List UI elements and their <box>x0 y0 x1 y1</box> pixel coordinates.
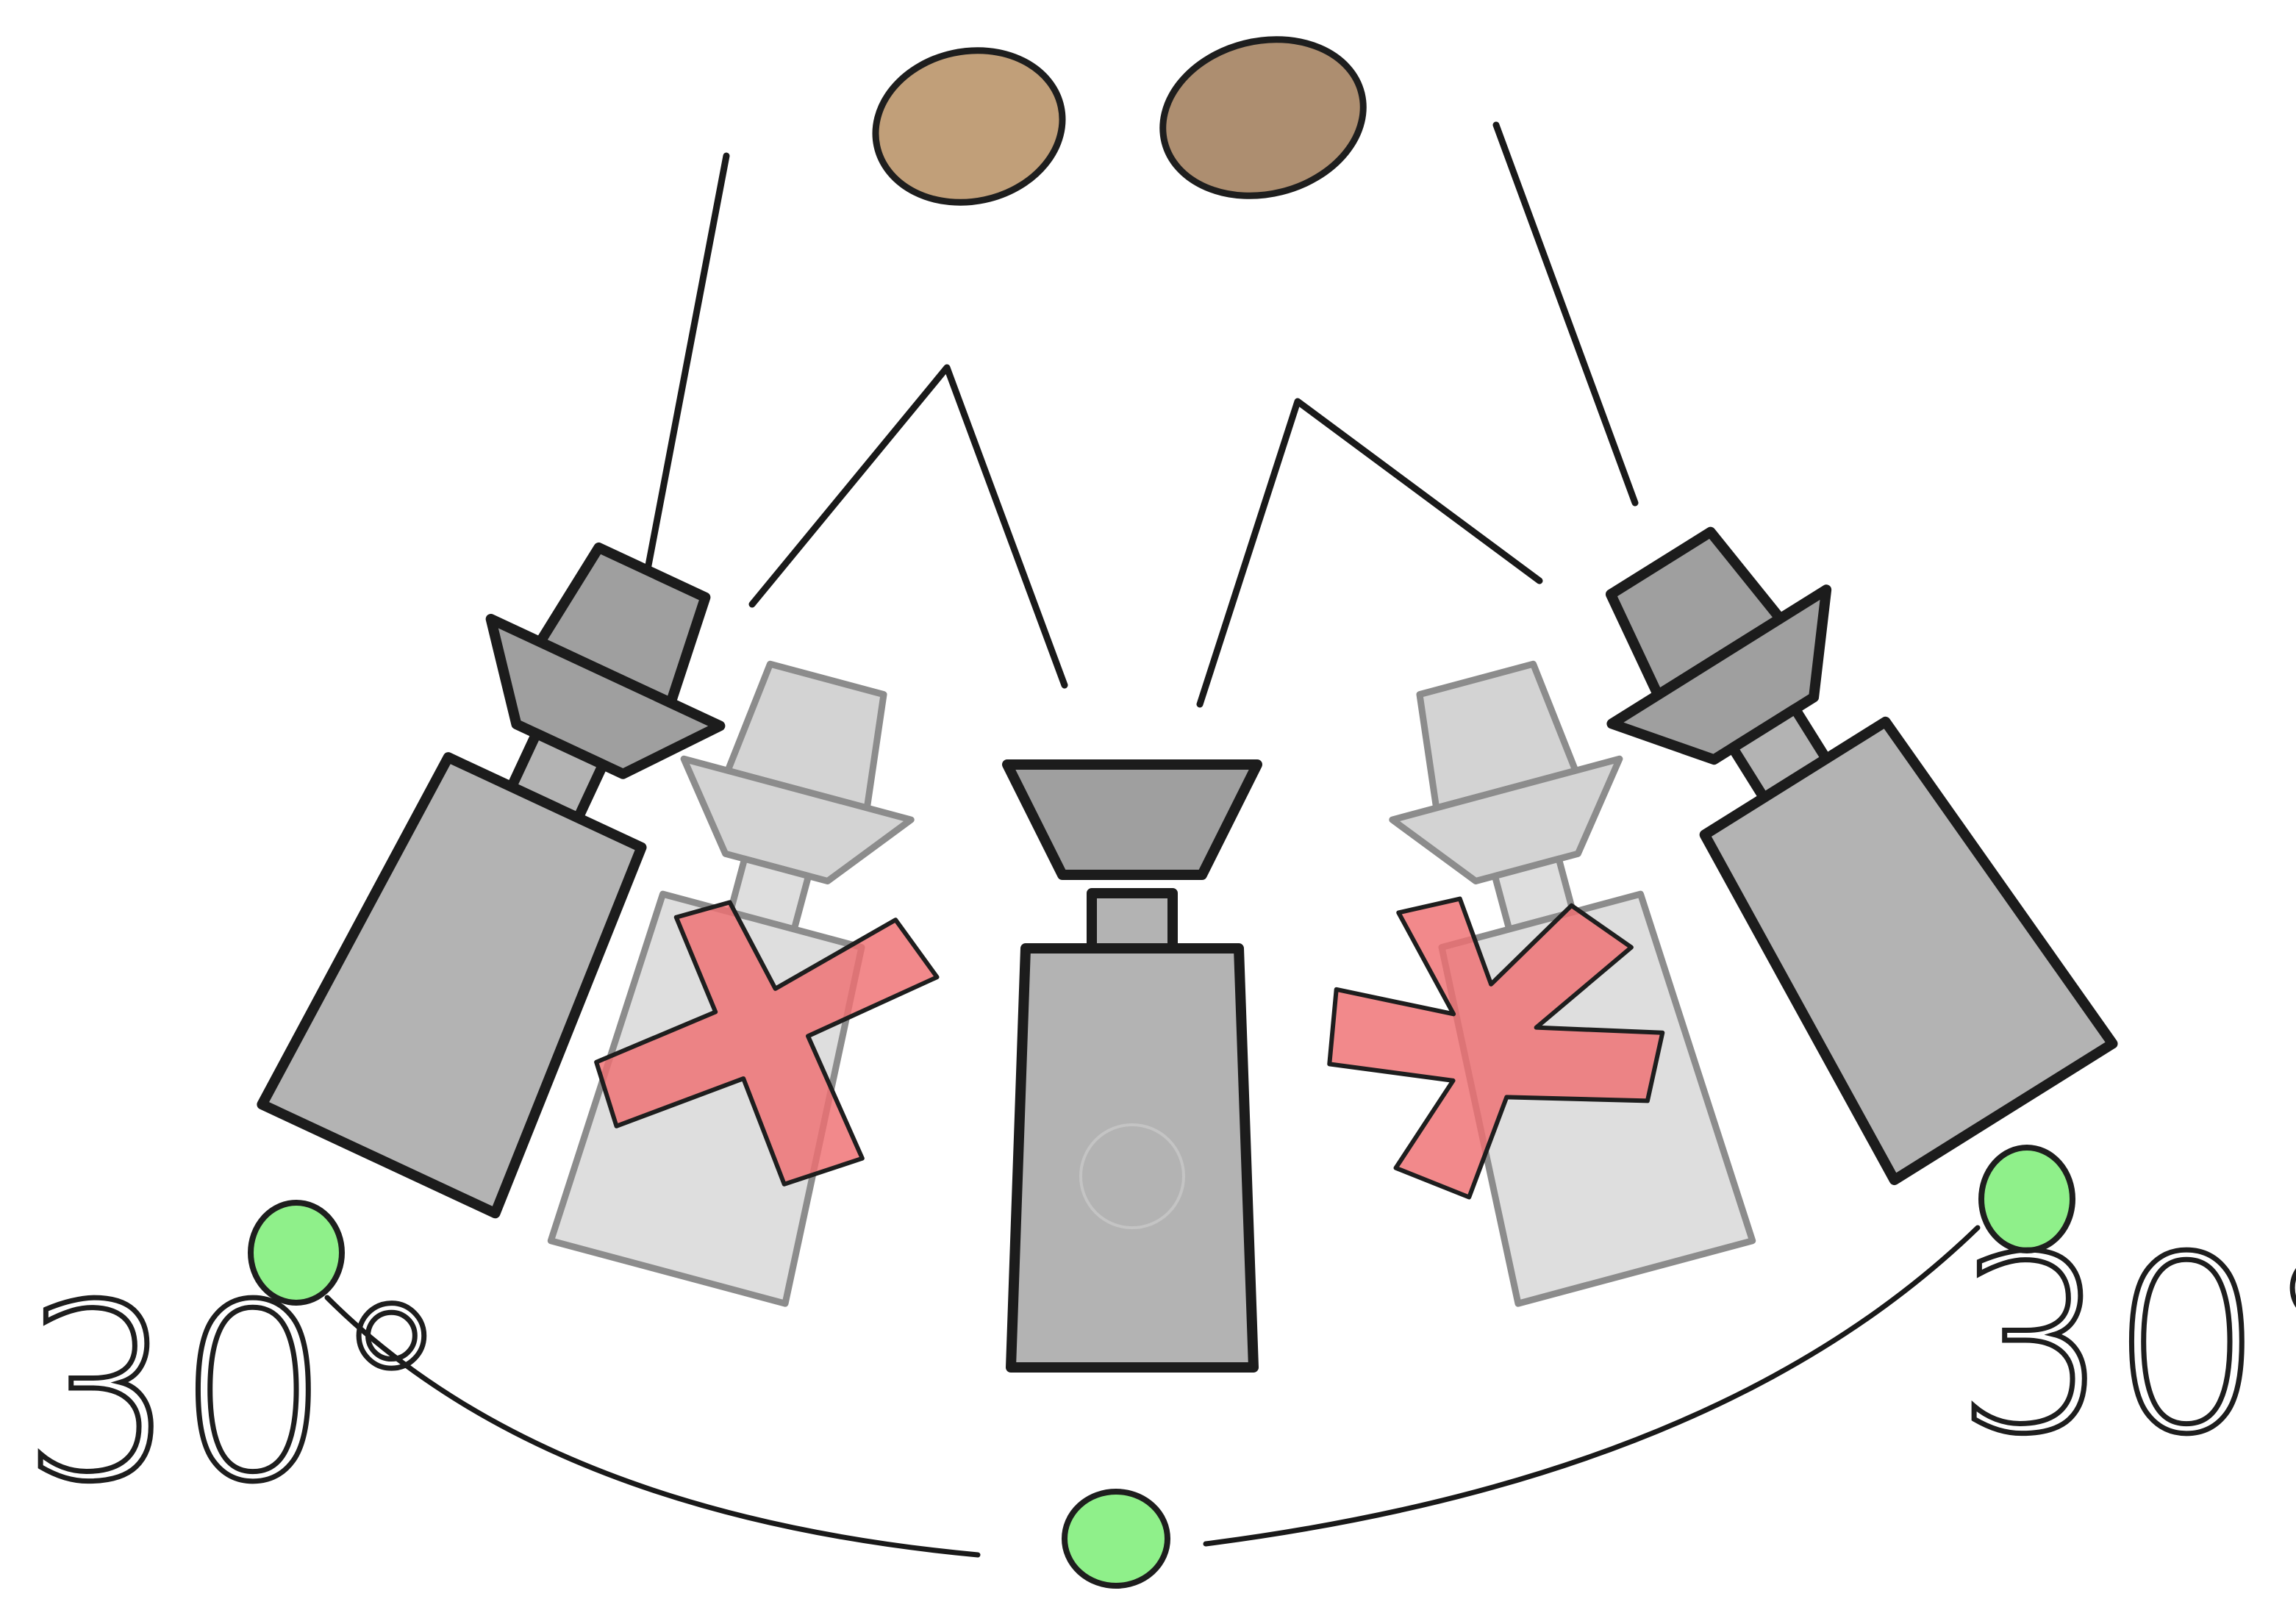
camera-center <box>1007 765 1257 1367</box>
sight-lines <box>645 125 1635 704</box>
subject-head-left <box>862 34 1077 220</box>
angle-label-left: 30° <box>22 1253 452 1535</box>
angle-label-right: 30° <box>1956 1205 2296 1487</box>
sight-line-far-right <box>1496 125 1635 503</box>
sight-line-inner-left <box>752 368 1065 685</box>
sight-line-inner-right <box>1200 401 1539 704</box>
camera-body <box>1011 948 1253 1367</box>
subject-head-right <box>1146 19 1380 217</box>
sight-line-far-left <box>645 156 726 581</box>
camera-hood <box>1007 765 1257 875</box>
position-dot-icon <box>1065 1492 1167 1586</box>
